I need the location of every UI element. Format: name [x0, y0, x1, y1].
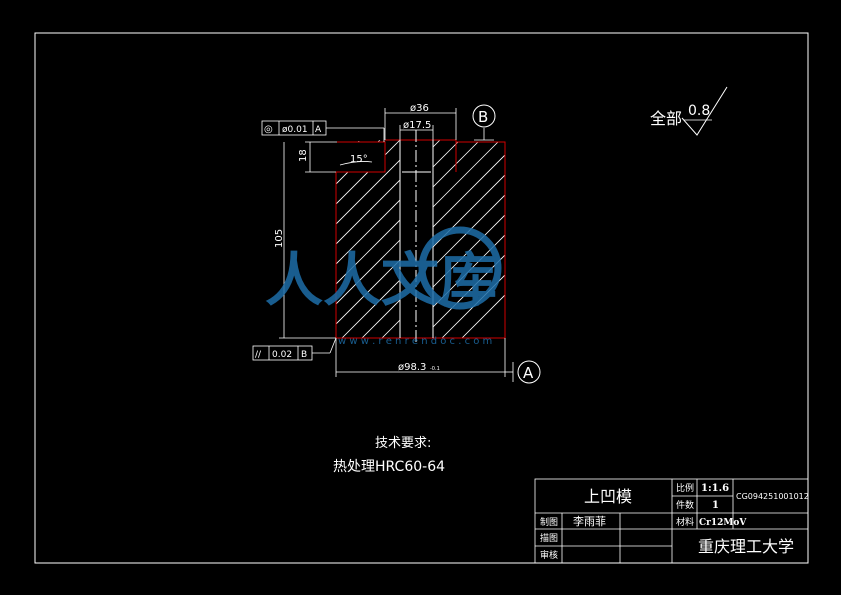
school-name: 重庆理工大学 [698, 537, 794, 556]
datum-b-label: B [478, 108, 488, 126]
datum-b-circle [472, 104, 496, 128]
scale-value: 1:1.6 [701, 483, 729, 494]
dimension-lines [279, 108, 514, 382]
concentricity-frame: ◎ ø0.01 A [261, 120, 327, 136]
dim-bottom-diameter: ø98.3 [398, 362, 426, 373]
surface-finish-icon [681, 86, 728, 136]
title-block [534, 478, 809, 564]
drawn-label: 制图 [540, 516, 558, 528]
dim-inner-diameter: ø17.5 [403, 120, 431, 131]
dim-outer-diameter: ø36 [410, 103, 429, 114]
surface-finish-value: 0.8 [688, 103, 710, 119]
tech-requirements-line: 热处理HRC60-64 [333, 459, 445, 475]
drawn-name: 李雨菲 [573, 514, 606, 528]
traced-label: 描图 [540, 532, 558, 544]
drawing-number: CG094251001012 [736, 492, 809, 501]
datum-a-label: A [523, 364, 534, 382]
material-value: Cr12MoV [699, 518, 747, 528]
concentricity-datum: A [315, 125, 322, 135]
scale-label: 比例 [676, 482, 694, 494]
parallel-frame: // 0.02 B [252, 345, 313, 361]
concentricity-value: ø0.01 [282, 125, 308, 135]
watermark: 人人文库 w w w . r e n r e n d o c . c o m [265, 226, 502, 347]
qty-value: 1 [712, 500, 719, 511]
material-label: 材料 [676, 516, 694, 528]
watermark-circle-icon [418, 226, 502, 310]
parallel-value: 0.02 [272, 350, 292, 360]
dim-bottom-tolerance: -0.1 [430, 366, 440, 372]
watermark-text: 人人文库 [265, 246, 497, 314]
datum-a-circle [517, 360, 541, 384]
drawing-border [34, 32, 809, 564]
dim-angle: 15° [350, 154, 368, 165]
watermark-url: w w w . r e n r e n d o c . c o m [338, 336, 492, 347]
checked-label: 审核 [540, 549, 558, 561]
parallel-datum: B [301, 350, 307, 360]
qty-label: 件数 [676, 499, 694, 511]
concentricity-icon: ◎ [264, 124, 273, 135]
tech-requirements-title: 技术要求: [375, 436, 431, 451]
surface-finish-prefix: 全部 [650, 109, 682, 128]
parallel-icon: // [255, 350, 262, 360]
dim-height: 105 [274, 229, 285, 248]
part-name: 上凹模 [584, 487, 632, 506]
dim-depth: 18 [298, 149, 309, 162]
